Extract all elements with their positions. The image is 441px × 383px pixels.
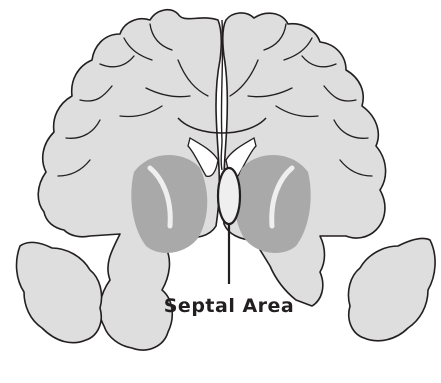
septal-area-marker xyxy=(218,168,240,224)
right-temporal-lobe xyxy=(348,238,435,340)
septal-area-label: Septal Area xyxy=(164,295,294,317)
left-temporal-lobe xyxy=(17,242,102,342)
